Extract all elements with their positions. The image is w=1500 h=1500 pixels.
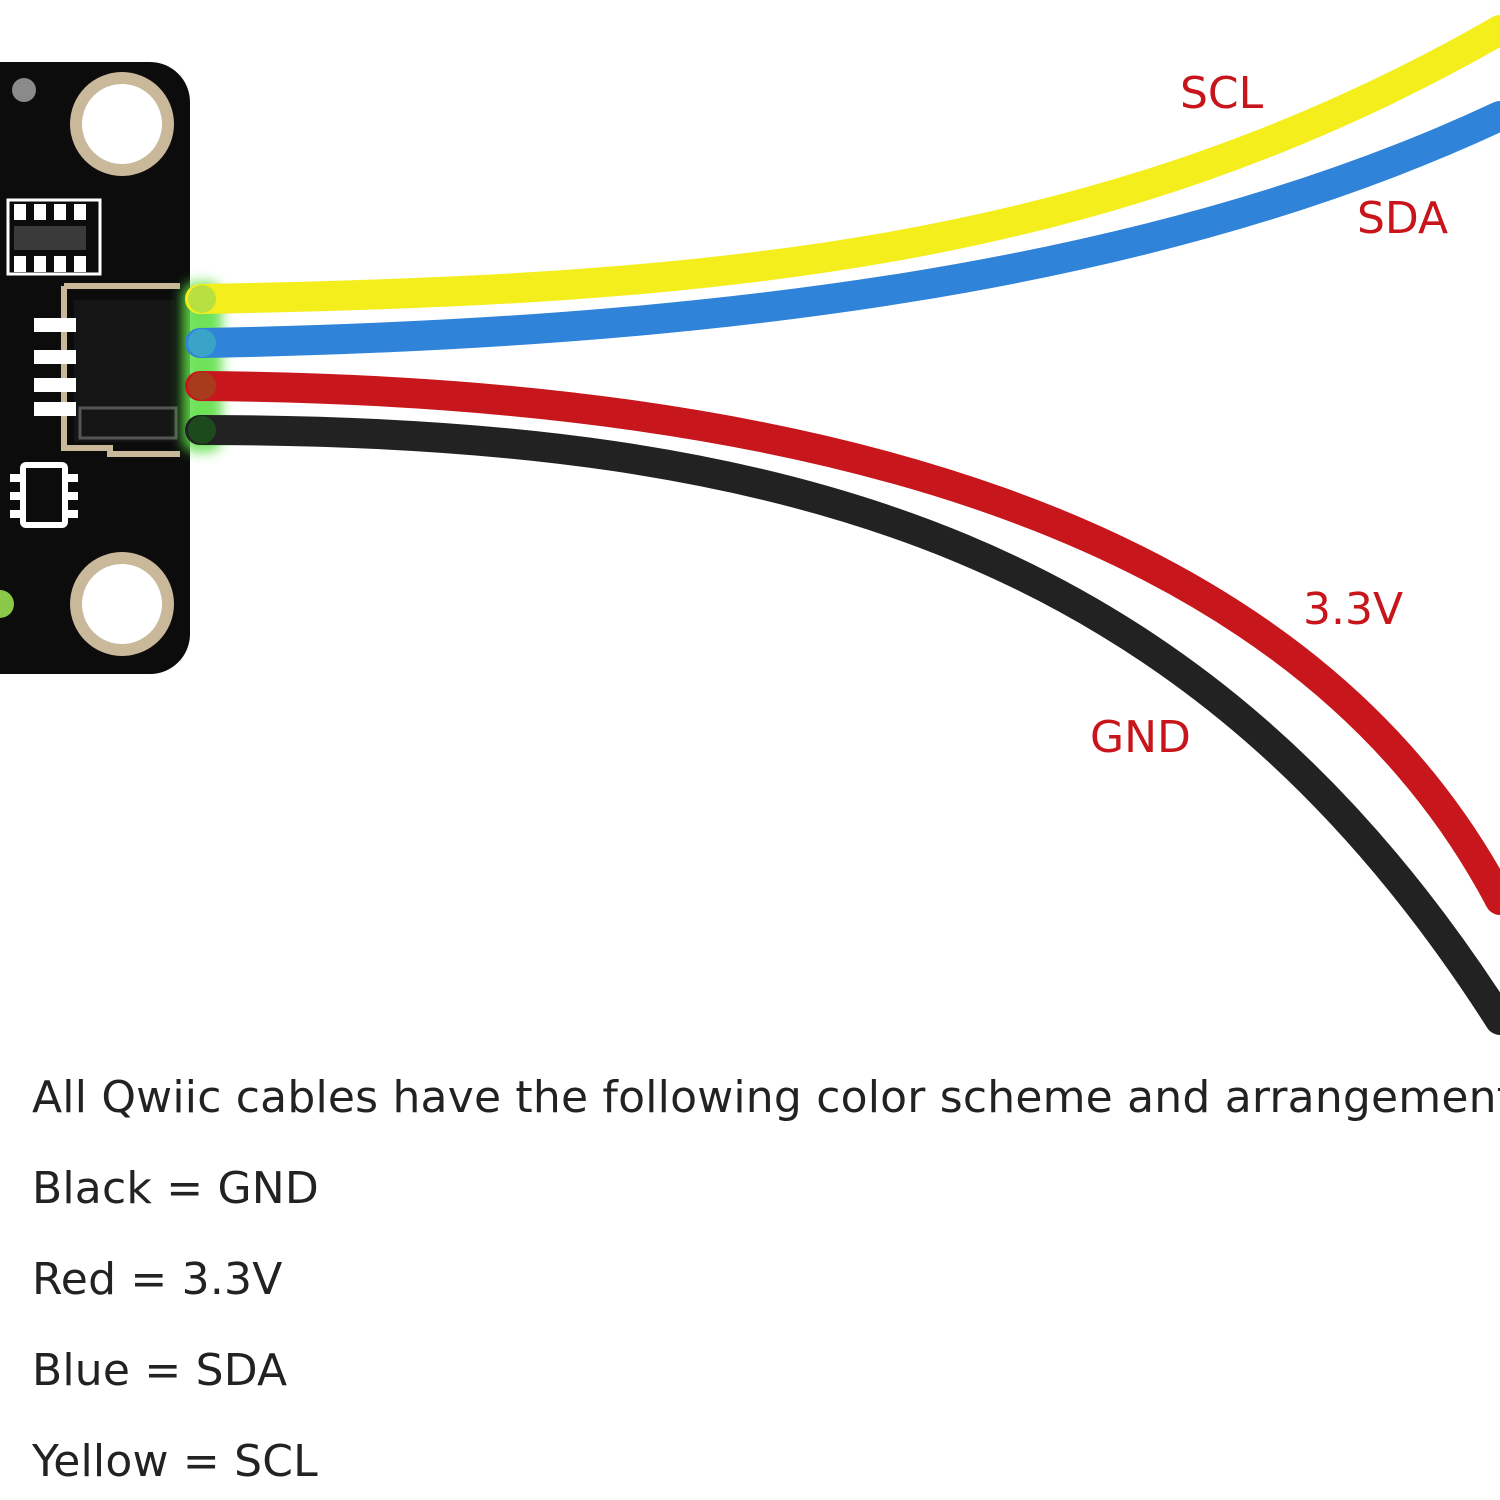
blue-wire [185, 101, 1500, 358]
mounting-hole-top [70, 72, 174, 176]
caption-intro: All Qwiic cables have the following colo… [32, 1072, 1500, 1123]
label-3v3: 3.3V [1303, 584, 1403, 635]
qwiic-wiring-diagram: SCL SDA 3.3V GND [0, 15, 1500, 1035]
board-dot [12, 78, 36, 102]
chip-lower [10, 462, 78, 528]
legend-red-3v3: Red = 3.3V [32, 1254, 283, 1305]
mounting-hole-bottom [70, 552, 174, 656]
chip-upper [6, 198, 102, 276]
legend-yellow-scl: Yellow = SCL [32, 1436, 318, 1487]
black-wire [185, 415, 1500, 1035]
led-indicator [0, 590, 14, 618]
wire-ends [188, 285, 216, 444]
yellow-wire [185, 15, 1500, 314]
legend-black-gnd: Black = GND [32, 1163, 319, 1214]
connector-outline [34, 283, 180, 457]
label-scl: SCL [1180, 68, 1264, 119]
wires [185, 15, 1500, 1035]
label-gnd: GND [1090, 712, 1191, 763]
red-wire [185, 371, 1500, 915]
breakout-board [0, 62, 190, 674]
connector-glow [182, 282, 222, 452]
label-sda: SDA [1357, 193, 1448, 244]
legend-blue-sda: Blue = SDA [32, 1345, 288, 1396]
wire-labels: SCL SDA 3.3V GND [1090, 68, 1448, 763]
